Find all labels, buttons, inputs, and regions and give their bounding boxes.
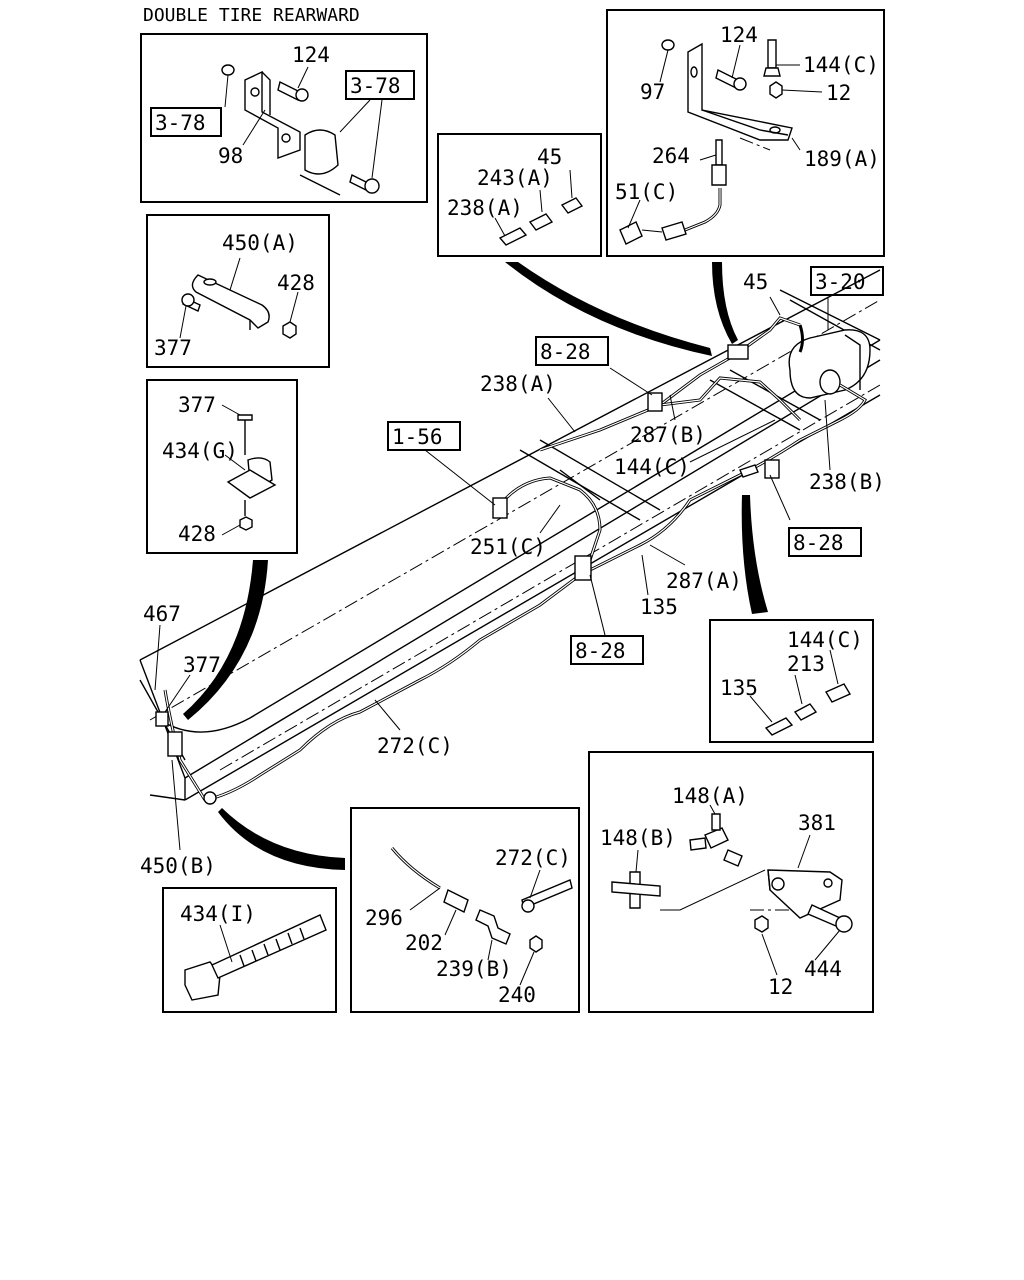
label-238a-b: 238(A) (480, 372, 556, 396)
detail-box-381: 148(A) 148(B) 381 12 444 (588, 751, 874, 1013)
label-148a: 148(A) (672, 784, 748, 808)
label-243a: 243(A) (477, 166, 553, 190)
diagram-title: DOUBLE TIRE REARWARD (143, 5, 360, 26)
ref-1-56: 1-56 (392, 425, 443, 449)
detail-box-243a: 45 243(A) 238(A) (437, 133, 602, 257)
callout-arcs (183, 262, 768, 870)
label-97: 97 (640, 80, 665, 104)
label-434i: 434(I) (180, 902, 256, 926)
label-428-a: 428 (277, 271, 315, 295)
label-144c-b: 144(C) (614, 455, 690, 479)
ref-8-28-right: 8-28 (793, 531, 844, 555)
detail-box-213: 144(C) 213 135 (709, 619, 874, 743)
label-12-a: 12 (826, 81, 851, 105)
ref-3-20: 3-20 (815, 270, 866, 294)
label-264: 264 (652, 144, 690, 168)
label-287b: 287(B) (630, 423, 706, 447)
fittings (155, 344, 780, 805)
label-135-b: 135 (720, 676, 758, 700)
pipe-lines (163, 316, 867, 802)
label-213: 213 (787, 652, 825, 676)
label-144c-a: 144(C) (803, 53, 879, 77)
ref-8-28-top: 8-28 (540, 340, 591, 364)
label-124-b: 124 (720, 23, 758, 47)
label-189a: 189(A) (804, 147, 880, 171)
air-tank (788, 329, 871, 399)
label-377-c: 377 (183, 653, 221, 677)
label-238a-a: 238(A) (447, 196, 523, 220)
label-45-b: 45 (743, 270, 768, 294)
main-labels: 3-20 45 8-28 238(A) 287(B) 144(C) 238(B)… (140, 266, 885, 878)
label-272c-a: 272(C) (377, 734, 453, 758)
label-287a: 287(A) (666, 569, 742, 593)
detail-box-450a: 450(A) 428 377 (146, 214, 330, 368)
leader-lines (154, 296, 831, 851)
label-135-a: 135 (640, 595, 678, 619)
label-51c: 51(C) (615, 180, 678, 204)
label-45-a: 45 (537, 145, 562, 169)
detail-box-434i: 434(I) (162, 887, 337, 1013)
label-238b: 238(B) (809, 470, 885, 494)
label-251c: 251(C) (470, 535, 546, 559)
label-434g: 434(G) (162, 439, 238, 463)
detail-box-434g: 377 434(G) 428 (146, 379, 298, 554)
label-239b: 239(B) (436, 957, 512, 981)
ref-3-78-left: 3-78 (155, 111, 206, 135)
label-240: 240 (498, 983, 536, 1007)
ref-3-78-right: 3-78 (350, 74, 401, 98)
label-272c-b: 272(C) (495, 846, 571, 870)
label-202: 202 (405, 931, 443, 955)
detail-box-bracket: 3-78 3-78 124 98 (140, 33, 428, 203)
label-377-a: 377 (154, 336, 192, 360)
label-98: 98 (218, 144, 243, 168)
label-381: 381 (798, 811, 836, 835)
label-467: 467 (143, 602, 181, 626)
chassis-frame (139, 269, 881, 801)
label-296: 296 (365, 906, 403, 930)
label-12-b: 12 (768, 975, 793, 999)
label-148b: 148(B) (600, 826, 676, 850)
label-428-b: 428 (178, 522, 216, 546)
label-444: 444 (804, 957, 842, 981)
detail-box-189a: 124 97 144(C) 12 264 189(A) 51(C) (606, 9, 885, 257)
label-377-b: 377 (178, 393, 216, 417)
label-144c-c: 144(C) (787, 628, 863, 652)
label-450b: 450(B) (140, 854, 216, 878)
label-124-a: 124 (292, 43, 330, 67)
label-450a: 450(A) (222, 231, 298, 255)
ref-8-28-bottom: 8-28 (575, 639, 626, 663)
detail-box-239b: 272(C) 296 202 239(B) 240 (350, 807, 580, 1013)
